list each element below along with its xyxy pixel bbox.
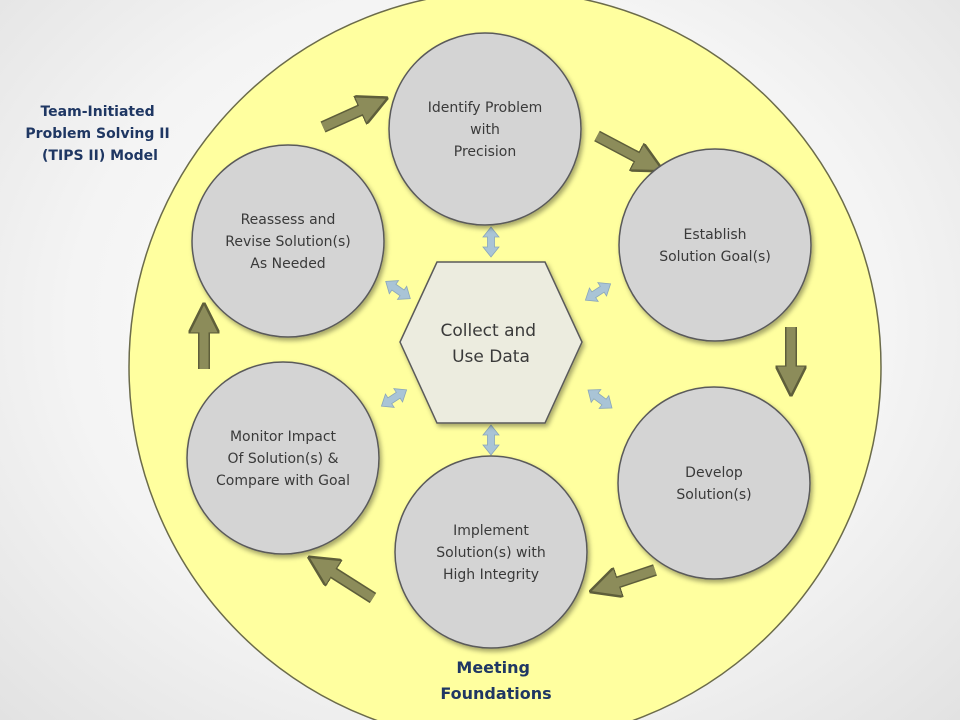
step-label-line: As Needed <box>250 256 325 272</box>
step-label-line: Establish <box>683 227 746 243</box>
step-label-line: Reassess and <box>241 212 336 228</box>
step-label-line: Of Solution(s) & <box>227 451 338 467</box>
step-circle <box>394 455 588 649</box>
hub-label-line: Collect and <box>441 321 537 341</box>
title-line: Team-Initiated <box>40 104 154 120</box>
cycle-arrow <box>602 565 657 592</box>
step-label-line: High Integrity <box>443 567 539 583</box>
cycle-arrow <box>321 99 376 132</box>
data-arrow <box>482 226 500 258</box>
step-label-line: Precision <box>454 144 516 160</box>
step-label-line: Develop <box>685 465 743 481</box>
step-label-line: Compare with Goal <box>216 473 350 489</box>
step-label-line: Solution(s) <box>676 487 751 503</box>
step-circle <box>617 386 811 580</box>
cycle-arrows <box>204 99 791 604</box>
step-label-line: Monitor Impact <box>230 429 337 445</box>
cycle-arrow <box>594 132 653 168</box>
step-node: Monitor Impact Of Solution(s) & Compare wi… <box>186 361 380 555</box>
step-label-line: Implement <box>453 523 529 539</box>
step-circle <box>618 148 812 342</box>
meeting-foundations-label: Meeting Foundations <box>440 658 551 703</box>
step-label-line: Revise Solution(s) <box>225 234 351 250</box>
footer-line: Foundations <box>440 684 551 703</box>
cycle-arrow <box>318 561 376 602</box>
step-circle <box>186 361 380 555</box>
step-label: Monitor Impact Of Solution(s) & Compare wi… <box>216 429 350 489</box>
step-label-line: with <box>470 122 500 138</box>
data-arrow <box>587 389 613 409</box>
step-label-line: Identify Problem <box>428 100 543 116</box>
step-circle <box>388 32 582 226</box>
diagram-title: Team-Initiated Problem Solving II (TIPS … <box>25 104 174 164</box>
hub-label-line: Use Data <box>452 347 530 367</box>
data-arrow <box>380 388 408 408</box>
title-line: (TIPS II) Model <box>42 148 158 164</box>
step-label-line: Solution(s) with <box>436 545 545 561</box>
data-arrow <box>482 424 500 456</box>
hub-label: Collect and Use Data <box>441 321 542 367</box>
hub-shape <box>399 261 583 424</box>
data-arrow <box>385 280 411 300</box>
hub-hexagon: Collect and Use Data <box>399 261 583 424</box>
footer-line: Meeting <box>456 658 530 677</box>
step-circle <box>191 144 385 338</box>
step-label-line: Solution Goal(s) <box>659 249 771 265</box>
data-arrows <box>380 226 613 456</box>
title-line: Problem Solving II <box>25 126 169 142</box>
data-arrow <box>584 282 612 302</box>
